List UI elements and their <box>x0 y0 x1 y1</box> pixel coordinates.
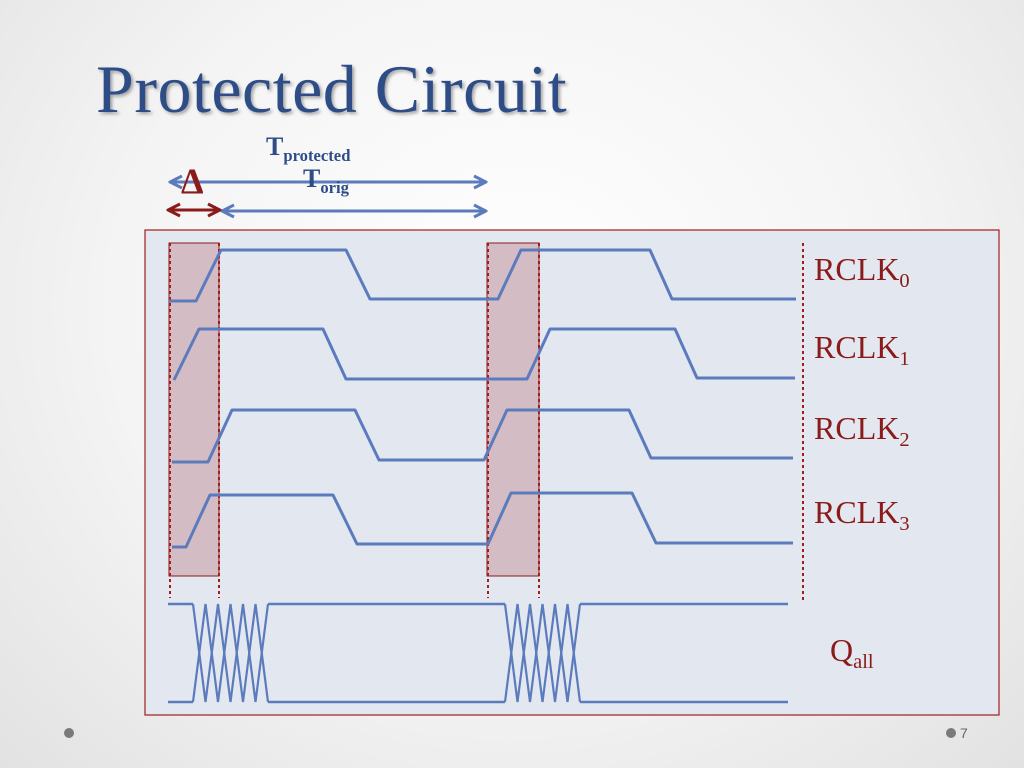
delta-label: Δ <box>181 161 204 201</box>
rclk0-waveform <box>169 248 796 303</box>
rclk1-sub: 1 <box>899 348 910 371</box>
q-all-sub: all <box>853 651 874 674</box>
slide-title: Protected Circuit <box>96 51 568 127</box>
t-orig-sub: orig <box>320 177 349 197</box>
rclk3-sub: 3 <box>899 513 910 536</box>
rclk2-sub: 2 <box>899 429 910 452</box>
t-protected-sub: protected <box>283 145 351 165</box>
t-protected-label: Tprotected <box>266 134 350 164</box>
rclk3-waveform <box>172 491 793 549</box>
rclk3-base: RCLK <box>814 494 900 530</box>
rclk1-waveform <box>172 327 795 381</box>
q-all-transition-group-1-2 <box>191 603 270 703</box>
rclk0-base: RCLK <box>814 251 900 287</box>
q-all-base: Q <box>830 632 854 668</box>
rclk1-label: RCLK1 <box>814 331 910 370</box>
rclk1-base: RCLK <box>814 329 900 365</box>
rclk0-sub: 0 <box>899 270 910 293</box>
q-all-transitions <box>191 603 582 703</box>
rclk2-base: RCLK <box>814 410 900 446</box>
q-all-transition-group-2-1 <box>503 603 582 703</box>
rclk0-label: RCLK0 <box>814 253 910 292</box>
q-all-label: Qall <box>830 634 874 673</box>
rclk3-label: RCLK3 <box>814 496 910 535</box>
protection-window-1 <box>168 242 220 577</box>
t-orig-label: Torig <box>303 166 349 196</box>
rclk2-label: RCLK2 <box>814 412 910 451</box>
footer-dot-right <box>946 728 956 738</box>
q-all-transition-group-2-2 <box>503 603 582 703</box>
q-all-transition-group-1-1 <box>191 603 270 703</box>
t-protected-base: T <box>266 132 284 161</box>
page-number: 7 <box>960 725 968 741</box>
footer-dot-left <box>64 728 74 738</box>
t-orig-base: T <box>303 164 321 193</box>
rclk2-waveform <box>172 408 793 464</box>
